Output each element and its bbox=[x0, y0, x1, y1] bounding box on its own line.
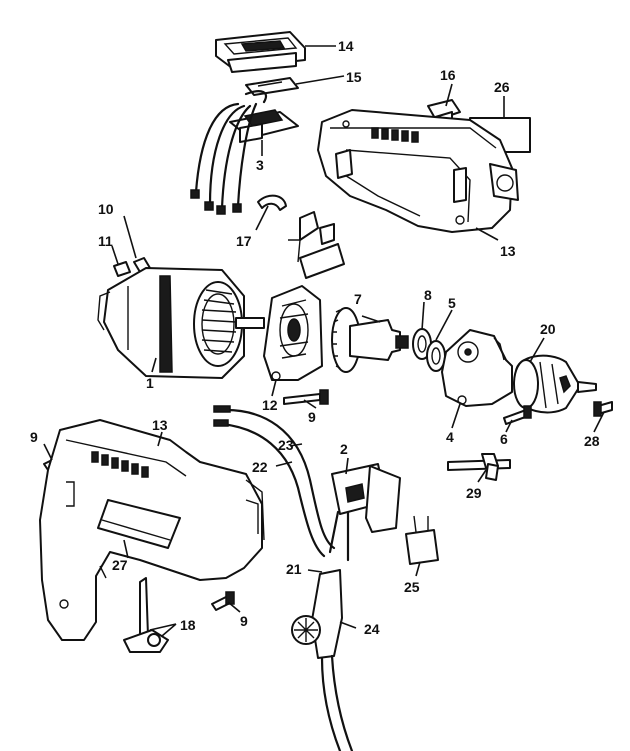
part-17-clip bbox=[257, 194, 287, 211]
callout-3: 3 bbox=[256, 157, 264, 173]
callout-29: 29 bbox=[466, 485, 482, 501]
part-20-chuck bbox=[513, 354, 597, 414]
part-2-switch bbox=[328, 463, 401, 562]
callout-12: 12 bbox=[262, 397, 278, 413]
part-1-motor bbox=[97, 267, 265, 379]
part-6-screw bbox=[503, 405, 532, 425]
part-29-chuck-key bbox=[447, 453, 511, 481]
callout-27: 27 bbox=[112, 557, 128, 573]
part-3-brush-holder bbox=[190, 90, 299, 215]
callout-24: 24 bbox=[364, 621, 380, 637]
callout-13-lower: 13 bbox=[152, 417, 168, 433]
callout-17: 17 bbox=[236, 233, 252, 249]
callout-5: 5 bbox=[448, 295, 456, 311]
part-22-23-wires bbox=[213, 405, 336, 558]
callout-21: 21 bbox=[286, 561, 302, 577]
part-4-gear-case bbox=[441, 329, 513, 407]
part-14-switch-cover bbox=[215, 31, 306, 73]
part-12-bracket bbox=[263, 285, 323, 381]
leader-lines bbox=[43, 45, 605, 637]
callout-4: 4 bbox=[446, 429, 454, 445]
part-9-screw-c bbox=[211, 591, 235, 611]
part-18-trigger-lever bbox=[123, 577, 169, 653]
callout-14: 14 bbox=[338, 38, 354, 54]
callout-25: 25 bbox=[404, 579, 420, 595]
part-28-screw bbox=[593, 401, 613, 417]
callout-15: 15 bbox=[346, 69, 362, 85]
part-11-clip bbox=[113, 261, 131, 277]
callout-9-left: 9 bbox=[30, 429, 38, 445]
callout-10: 10 bbox=[98, 201, 114, 217]
callout-7: 7 bbox=[354, 291, 362, 307]
callout-2: 2 bbox=[340, 441, 348, 457]
part-25-capacitor bbox=[405, 515, 439, 565]
callout-9-center: 9 bbox=[308, 409, 316, 425]
callout-13-upper: 13 bbox=[500, 243, 516, 259]
part-24-cord bbox=[291, 569, 354, 751]
callout-18: 18 bbox=[180, 617, 196, 633]
callout-1: 1 bbox=[146, 375, 154, 391]
part-7-gear bbox=[331, 307, 409, 373]
callout-11: 11 bbox=[98, 233, 113, 249]
callout-9-bottom: 9 bbox=[240, 613, 248, 629]
callout-23: 23 bbox=[278, 437, 294, 453]
callout-8: 8 bbox=[424, 287, 432, 303]
part-13-housing-lower bbox=[39, 419, 265, 641]
callout-22: 22 bbox=[252, 459, 268, 475]
callout-20: 20 bbox=[540, 321, 556, 337]
callout-16: 16 bbox=[440, 67, 456, 83]
callout-28: 28 bbox=[584, 433, 600, 449]
part-13-housing-upper bbox=[317, 109, 519, 233]
part-12-center-plate bbox=[288, 211, 345, 279]
part-9-screw-a bbox=[283, 389, 329, 405]
callout-26: 26 bbox=[494, 79, 510, 95]
callout-6: 6 bbox=[500, 431, 508, 447]
callout-labels: 14 15 16 26 3 13 10 11 17 7 8 5 20 1 12 … bbox=[30, 38, 600, 637]
